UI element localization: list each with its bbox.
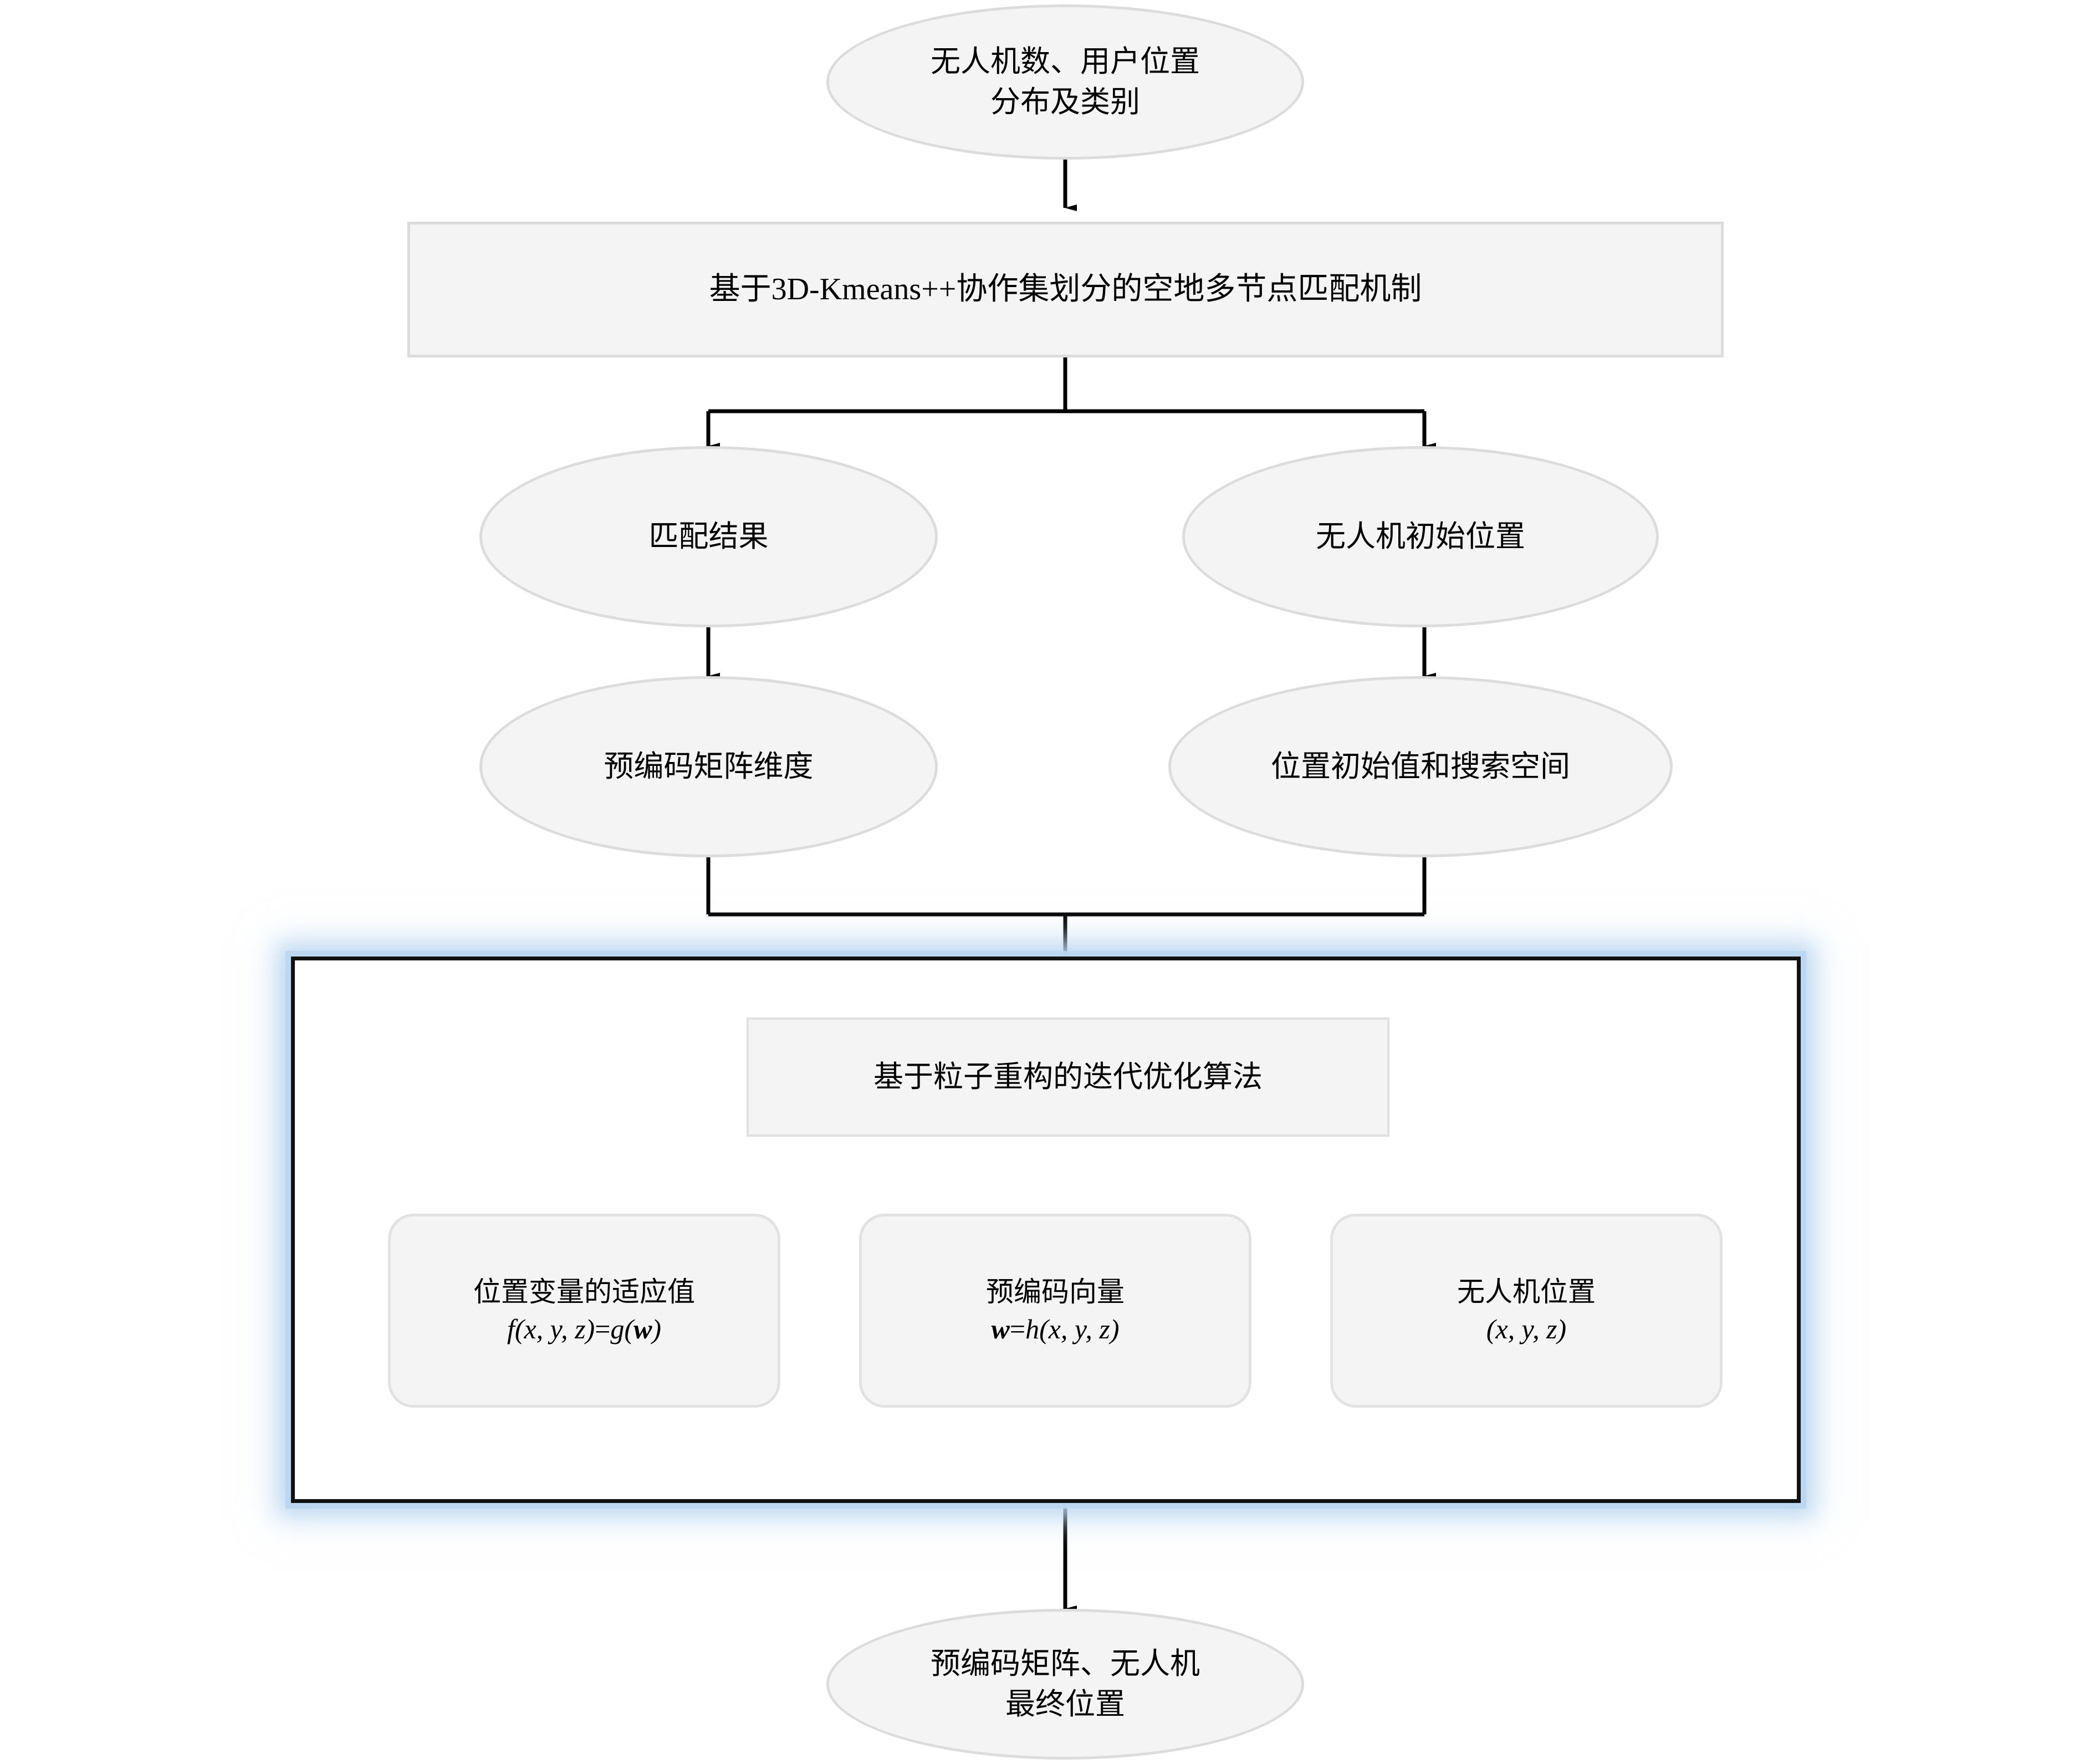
step-precoding-vector-formula: w=h(x, y, z) [986, 1311, 1125, 1348]
uav-initial-position-ellipse: 无人机初始位置 [1182, 446, 1659, 627]
formula-g: g [610, 1313, 625, 1344]
matching-process-label: 基于3D-Kmeans++协作集划分的空地多节点匹配机制 [709, 272, 1422, 306]
position-init-search-space-label: 位置初始值和搜索空间 [1271, 750, 1570, 784]
formula-equals: = [1009, 1313, 1026, 1344]
input-ellipse-line2: 分布及类别 [990, 85, 1140, 119]
output-ellipse-line1: 预编码矩阵、无人机 [931, 1647, 1200, 1681]
uav-initial-position-label: 无人机初始位置 [1316, 520, 1525, 554]
match-result-ellipse: 匹配结果 [479, 446, 938, 627]
algorithm-container-header-label: 基于粒子重构的迭代优化算法 [873, 1060, 1263, 1094]
step-fitness-of-position-variable: 位置变量的适应值 f(x, y, z)=g(w) [388, 1214, 780, 1408]
precoding-matrix-dimension-ellipse: 预编码矩阵维度 [479, 676, 938, 857]
input-ellipse: 无人机数、用户位置 分布及类别 [826, 4, 1304, 160]
precoding-matrix-dimension-label: 预编码矩阵维度 [604, 750, 814, 784]
position-init-search-space-ellipse: 位置初始值和搜索空间 [1168, 676, 1673, 857]
input-ellipse-line1: 无人机数、用户位置 [931, 45, 1200, 79]
formula-args: (x, y, z) [514, 1313, 595, 1344]
matching-process-box: 基于3D-Kmeans++协作集划分的空地多节点匹配机制 [407, 222, 1724, 357]
output-ellipse-line2: 最终位置 [1005, 1688, 1125, 1721]
step-fitness-label: 位置变量的适应值 [473, 1276, 695, 1307]
formula-vector-w: w [991, 1313, 1010, 1344]
step-fitness-formula: f(x, y, z)=g(w) [473, 1311, 695, 1348]
formula-paren-close: ) [652, 1313, 662, 1344]
formula-h: h [1025, 1313, 1040, 1344]
formula-vector-w: w [633, 1313, 652, 1344]
formula-equals: = [595, 1313, 611, 1344]
step-precoding-vector-label: 预编码向量 [986, 1276, 1125, 1307]
algorithm-container-header: 基于粒子重构的迭代优化算法 [747, 1018, 1389, 1137]
formula-paren-open: ( [624, 1313, 634, 1344]
formula-args: (x, y, z) [1486, 1313, 1567, 1344]
formula-f: f [507, 1313, 515, 1344]
step-uav-position: 无人机位置 (x, y, z) [1330, 1214, 1723, 1408]
formula-args: (x, y, z) [1039, 1313, 1120, 1344]
step-uav-position-label: 无人机位置 [1457, 1276, 1596, 1307]
match-result-label: 匹配结果 [648, 520, 769, 554]
output-ellipse: 预编码矩阵、无人机 最终位置 [826, 1609, 1304, 1760]
step-precoding-vector: 预编码向量 w=h(x, y, z) [859, 1214, 1251, 1408]
step-uav-position-formula: (x, y, z) [1457, 1311, 1596, 1348]
